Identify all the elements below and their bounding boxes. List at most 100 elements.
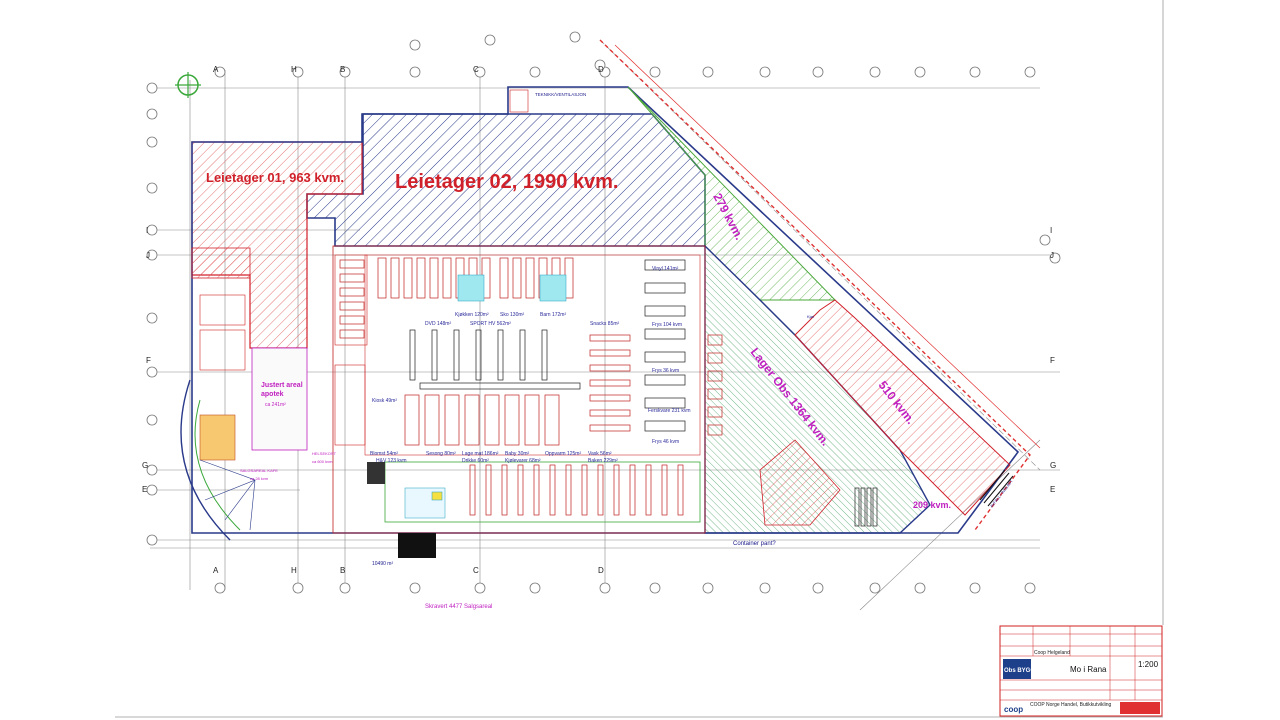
grid-bubble xyxy=(969,66,981,78)
title-block-owner: COOP Norge Handel, Butikkutvikling xyxy=(1030,702,1112,708)
entrance-mat xyxy=(398,533,436,558)
kafe-rays xyxy=(199,459,256,531)
grid-bubble xyxy=(409,582,421,594)
grid-bubble xyxy=(869,66,881,78)
dept-label: Kjøkken 120m² xyxy=(455,312,489,318)
shelf-unit xyxy=(339,287,365,297)
grid-bubble xyxy=(594,59,606,71)
shelf-unit xyxy=(339,329,365,339)
grid-bubble xyxy=(409,66,421,78)
shelf-unit xyxy=(429,257,439,299)
grid-bubble xyxy=(914,582,926,594)
title-block-location: Mo i Rana xyxy=(1070,665,1107,674)
grid-letter-bottom-b: B xyxy=(340,566,345,575)
grid-bubble xyxy=(599,582,611,594)
shelf-unit xyxy=(677,464,684,516)
grid-bubble xyxy=(649,66,661,78)
grid-letter-bottom-c: C xyxy=(473,566,479,575)
grid-bubble xyxy=(484,34,496,46)
shelf-unit xyxy=(504,394,520,446)
grid-bubble xyxy=(409,39,421,51)
entrance-stripes xyxy=(367,462,385,484)
salgsareal-label: Skravert 4477 Salgsareal xyxy=(425,604,492,610)
shelf-unit xyxy=(524,394,540,446)
teknikk-label: TEKNIKK/VENTILASJON xyxy=(535,92,586,97)
grid-bubble xyxy=(146,312,158,324)
grid-bubble xyxy=(1024,582,1036,594)
shelf-unit xyxy=(485,464,492,516)
shelf-unit xyxy=(475,329,482,381)
shelf-unit xyxy=(519,329,526,381)
room-markers xyxy=(199,89,529,446)
kafe-label: SALGSAREAL KAFE xyxy=(240,468,278,473)
helsekost-label: HELSEKOST xyxy=(312,451,337,456)
grid-bubble xyxy=(146,182,158,194)
property-line xyxy=(599,39,1031,531)
grid-bubble xyxy=(702,66,714,78)
grid-letter-top-a: A xyxy=(213,65,219,74)
grid-bubble xyxy=(214,582,226,594)
shelf-unit xyxy=(390,257,400,299)
title-block-scale: 1:200 xyxy=(1138,660,1159,669)
kjol-label: Kjøl xyxy=(807,314,814,319)
shelf-unit xyxy=(565,464,572,516)
grid-bubble xyxy=(214,66,226,78)
grid-bubble xyxy=(529,66,541,78)
grid-bubble xyxy=(759,582,771,594)
shelf-unit xyxy=(645,464,652,516)
grid-letter-left-j: J xyxy=(146,251,150,260)
shelf-unit xyxy=(419,382,581,390)
dept-label: Frys 104 kvm xyxy=(652,322,682,328)
shelf-unit xyxy=(544,394,560,446)
grid-bubble xyxy=(569,31,581,43)
shelf-unit xyxy=(872,487,878,527)
grid-letter-left-i: I xyxy=(146,226,148,235)
shelf-unit xyxy=(644,282,686,294)
shelf-unit xyxy=(644,305,686,317)
shelf-unit xyxy=(416,257,426,299)
grid-bubble xyxy=(146,136,158,148)
grid-bubble xyxy=(812,582,824,594)
apotek-label-3: ca 241m² xyxy=(265,402,286,408)
grid-bubble xyxy=(146,108,158,120)
grid-letter-right-g: G xyxy=(1050,461,1056,470)
grid-letter-right-f: F xyxy=(1050,356,1055,365)
kafe-area-label: ca 28 kvm xyxy=(250,476,269,481)
grid-letter-left-g: G xyxy=(142,461,148,470)
tenant-02-label: Leietager 02, 1990 kvm. xyxy=(395,171,618,193)
shelf-unit xyxy=(644,397,686,409)
shelf-unit xyxy=(707,370,723,382)
shelf-unit xyxy=(404,394,420,446)
total-area-label: 10490 m² xyxy=(372,561,393,567)
avfall-lines xyxy=(979,469,1014,507)
shelf-unit xyxy=(403,257,413,299)
shelf-unit xyxy=(469,464,476,516)
grid-bubble xyxy=(146,464,158,476)
shelf-unit xyxy=(499,257,509,299)
grid-bubble xyxy=(1049,252,1061,264)
grid-letter-right-e: E xyxy=(1050,485,1055,494)
shelf-unit xyxy=(512,257,522,299)
grid-bubble xyxy=(292,582,304,594)
grid-letter-top-h: H xyxy=(291,65,297,74)
left-tenant-strip xyxy=(191,247,251,279)
dept-label: Frys 46 kvm xyxy=(652,439,679,445)
kafe-curve-inner xyxy=(194,399,241,531)
grid-bubble xyxy=(146,366,158,378)
shelf-unit xyxy=(453,329,460,381)
shelf-unit xyxy=(339,315,365,325)
dept-label: Baken 229m² xyxy=(588,458,618,464)
grid-bubble xyxy=(146,249,158,261)
shelf-unit xyxy=(339,273,365,283)
shelf-unit xyxy=(377,257,387,299)
shelf-unit xyxy=(442,257,452,299)
grid-bubble xyxy=(474,582,486,594)
shelf-unit xyxy=(501,464,508,516)
grid-bubble xyxy=(969,582,981,594)
apotek-area xyxy=(251,347,308,451)
helsekost-area-label: ca 600 kvm xyxy=(312,459,333,464)
coop-logo: coop xyxy=(1004,705,1023,714)
obs-bygg-logo: Obs BYGG xyxy=(1004,668,1035,674)
shelf-unit xyxy=(517,464,524,516)
